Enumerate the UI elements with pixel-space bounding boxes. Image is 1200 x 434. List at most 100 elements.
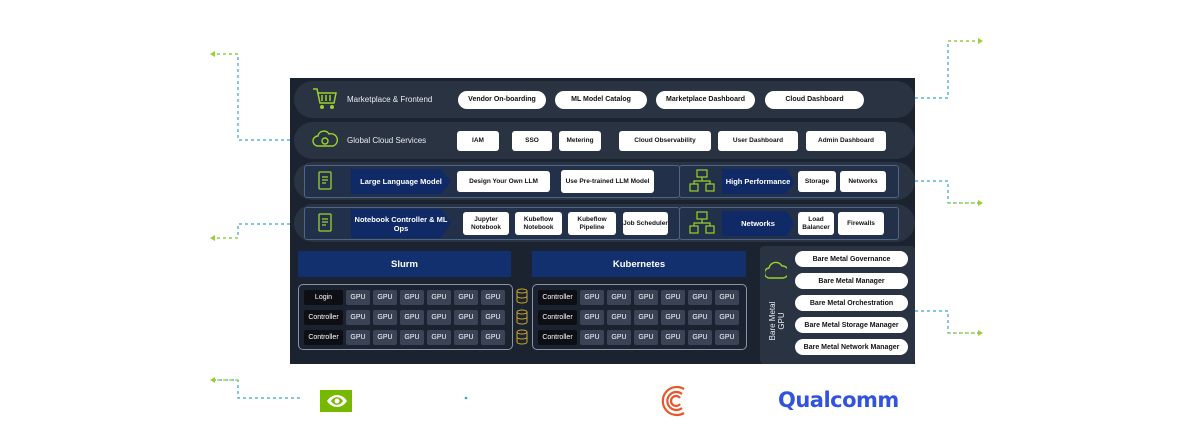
load-balancer-box[interactable]: Load Balancer <box>798 212 834 235</box>
user-dashboard-box[interactable]: User Dashboard <box>718 131 798 151</box>
cerebras-logo <box>661 385 685 417</box>
marketplace-row: Marketplace & Frontend Vendor On-boardin… <box>294 81 915 118</box>
kubernetes-gpu-cell: GPU <box>607 290 631 305</box>
kubernetes-gpu-cell: GPU <box>580 310 604 325</box>
slurm-node-label: Controller <box>304 330 343 345</box>
slurm-gpu-cell: GPU <box>400 330 424 345</box>
kubernetes-gpu-cell: GPU <box>715 310 739 325</box>
nvidia-logo <box>320 390 352 412</box>
vendor-onboarding-pill[interactable]: Vendor On-boarding <box>458 91 546 109</box>
slurm-gpu-cell: GPU <box>481 290 505 305</box>
kubernetes-gpu-cell: GPU <box>688 310 712 325</box>
baremetal-label: Bare Metal GPU <box>768 301 786 341</box>
kubernetes-gpu-cell: GPU <box>661 330 685 345</box>
kubernetes-gpu-cell: GPU <box>661 310 685 325</box>
kubernetes-node-label: Controller <box>538 290 577 305</box>
baremetal-governance[interactable]: Bare Metal Governance <box>795 251 908 267</box>
slurm-gpu-cell: GPU <box>373 310 397 325</box>
global-cloud-label: Global Cloud Services <box>347 136 427 145</box>
marketplace-label: Marketplace & Frontend <box>347 95 433 104</box>
slurm-gpu-cell: GPU <box>427 290 451 305</box>
iam-box[interactable]: IAM <box>457 131 499 151</box>
cloud-icon <box>765 261 787 279</box>
server-cluster-icon <box>689 169 715 192</box>
cloud-gear-icon <box>312 130 338 147</box>
kubernetes-gpu-cell: GPU <box>607 330 631 345</box>
architecture-panel: Marketplace & Frontend Vendor On-boardin… <box>290 78 915 364</box>
kubernetes-gpu-cell: GPU <box>634 290 658 305</box>
slurm-header: Slurm <box>298 251 511 277</box>
networks-group: Networks Load Balancer Firewalls <box>679 207 899 240</box>
kubernetes-gpu-cell: GPU <box>688 290 712 305</box>
notebook-title: Notebook Controller & ML Ops <box>351 209 451 238</box>
baremetal-manager[interactable]: Bare Metal Manager <box>795 273 908 289</box>
kubeflow-notebook-box[interactable]: Kubeflow Notebook <box>515 212 562 235</box>
slurm-gpu-cell: GPU <box>427 330 451 345</box>
jupyter-notebook-box[interactable]: Jupyter Notebook <box>463 212 509 235</box>
kubernetes-gpu-cell: GPU <box>607 310 631 325</box>
networks-title: Networks <box>722 211 794 236</box>
sso-box[interactable]: SSO <box>512 131 552 151</box>
baremetal-orchestration[interactable]: Bare Metal Orchestration <box>795 295 908 311</box>
pretrained-llm-box[interactable]: Use Pre-trained LLM Model <box>561 170 654 193</box>
slurm-gpu-cell: GPU <box>454 310 478 325</box>
slurm-gpu-cell: GPU <box>400 310 424 325</box>
cart-icon <box>313 88 337 109</box>
kubernetes-gpu-cell: GPU <box>580 330 604 345</box>
kubernetes-header: Kubernetes <box>532 251 746 277</box>
slurm-gpu-cell: GPU <box>481 330 505 345</box>
qualcomm-logo: Qualcomm <box>778 388 899 412</box>
slurm-gpu-cell: GPU <box>346 330 370 345</box>
slurm-gpu-cell: GPU <box>346 310 370 325</box>
slurm-node-label: Login <box>304 290 343 305</box>
kubernetes-gpu-cell: GPU <box>580 290 604 305</box>
baremetal-storage-manager[interactable]: Bare Metal Storage Manager <box>795 317 908 333</box>
firewalls-box[interactable]: Firewalls <box>838 212 884 235</box>
kubernetes-gpu-cell: GPU <box>634 330 658 345</box>
baremetal-section: Bare Metal GPU Bare Metal Governance Bar… <box>760 246 915 364</box>
llm-hpc-row: Large Language Model Design Your Own LLM… <box>294 162 915 200</box>
networks-box[interactable]: Networks <box>840 171 886 192</box>
baremetal-network-manager[interactable]: Bare Metal Network Manager <box>795 339 908 355</box>
database-icons <box>516 288 528 345</box>
cloud-dashboard-pill[interactable]: Cloud Dashboard <box>765 91 864 109</box>
slurm-gpu-cell: GPU <box>454 330 478 345</box>
design-your-own-llm-box[interactable]: Design Your Own LLM <box>457 171 550 192</box>
slurm-gpu-cell: GPU <box>427 310 451 325</box>
admin-dashboard-box[interactable]: Admin Dashboard <box>806 131 886 151</box>
notebook-group: Notebook Controller & ML Ops Jupyter Not… <box>304 207 680 240</box>
slurm-gpu-cell: GPU <box>373 330 397 345</box>
hpc-title: High Performance <box>722 169 794 194</box>
slurm-gpu-cell: GPU <box>346 290 370 305</box>
kubernetes-node-label: Controller <box>538 310 577 325</box>
notebook-networks-row: Notebook Controller & ML Ops Jupyter Not… <box>294 204 915 242</box>
llm-group: Large Language Model Design Your Own LLM… <box>304 165 680 198</box>
storage-box[interactable]: Storage <box>798 171 836 192</box>
slurm-gpu-cell: GPU <box>400 290 424 305</box>
cloud-observability-box[interactable]: Cloud Observability <box>619 131 711 151</box>
slurm-node-label: Controller <box>304 310 343 325</box>
kubernetes-gpu-cell: GPU <box>715 330 739 345</box>
notebook-icon <box>318 213 332 232</box>
slurm-gpu-cell: GPU <box>454 290 478 305</box>
kubeflow-pipeline-box[interactable]: Kubeflow Pipeline <box>568 212 616 235</box>
network-icon <box>689 211 715 234</box>
llm-title: Large Language Model <box>351 169 451 194</box>
slurm-gpu-cell: GPU <box>481 310 505 325</box>
slurm-gpu-cell: GPU <box>373 290 397 305</box>
metering-box[interactable]: Metering <box>559 131 601 151</box>
kubernetes-gpu-cell: GPU <box>634 310 658 325</box>
ml-model-catalog-pill[interactable]: ML Model Catalog <box>555 91 647 109</box>
hpc-group: High Performance Storage Networks <box>679 165 899 198</box>
job-scheduler-box[interactable]: Job Scheduler <box>623 212 668 235</box>
kubernetes-gpu-cell: GPU <box>715 290 739 305</box>
global-cloud-row: Global Cloud Services IAM SSO Metering C… <box>294 122 915 159</box>
model-doc-icon <box>318 171 332 190</box>
kubernetes-gpu-cell: GPU <box>688 330 712 345</box>
kubernetes-node-label: Controller <box>538 330 577 345</box>
marketplace-dashboard-pill[interactable]: Marketplace Dashboard <box>656 91 755 109</box>
kubernetes-gpu-cell: GPU <box>661 290 685 305</box>
